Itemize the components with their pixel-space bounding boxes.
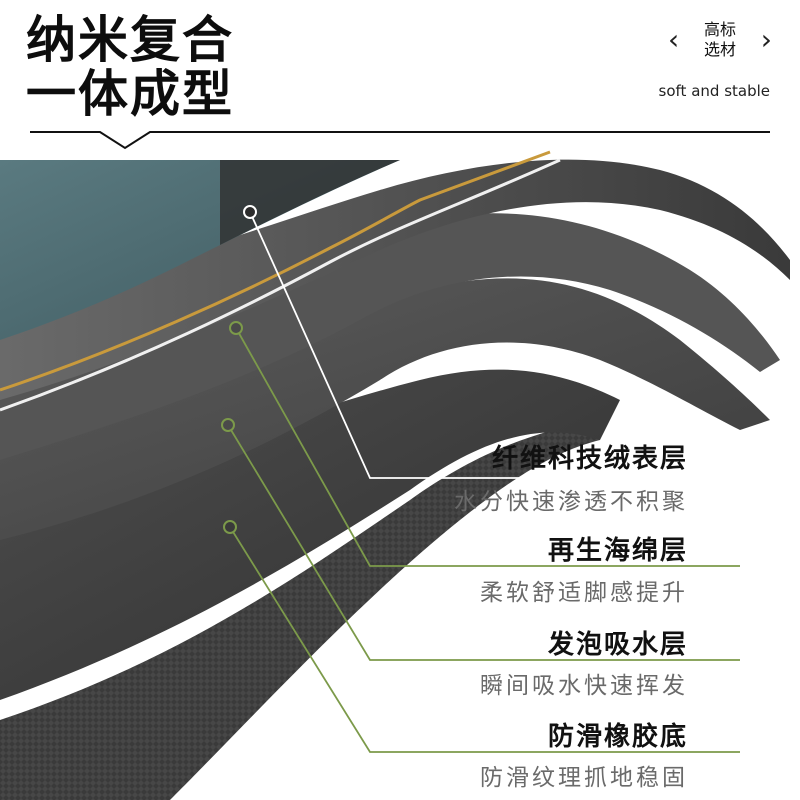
chevron-right-icon: ›	[760, 23, 772, 56]
layer-desc-3: 瞬间吸水快速挥发	[480, 673, 688, 699]
leader-dot-2	[229, 321, 243, 335]
title-line-2: 一体成型	[26, 65, 234, 123]
title-line-1: 纳米复合	[26, 11, 234, 69]
sponge-layer	[0, 213, 780, 460]
layer-name-1: 纤维科技绒表层	[491, 444, 688, 474]
quality-badge: ‹ 高标 选材 ›	[668, 16, 772, 72]
layer-name-4: 防滑橡胶底	[547, 722, 688, 752]
leader-dot-1	[243, 205, 257, 219]
layer-desc-1: 水分快速渗透不积聚	[454, 489, 688, 515]
badge-line-2: 选材	[703, 40, 736, 59]
top-shell-layer	[0, 159, 790, 400]
leader-dot-3	[221, 418, 235, 432]
leader-dots	[221, 205, 257, 534]
badge-text: 高标 选材	[694, 20, 746, 60]
absorb-foam-layer	[0, 278, 770, 540]
chevron-left-icon: ‹	[668, 23, 680, 56]
leader-lines	[227, 211, 740, 753]
leader-dot-4	[223, 520, 237, 534]
layer-name-3: 发泡吸水层	[547, 630, 688, 660]
layer-desc-2: 柔软舒适脚感提升	[480, 580, 688, 606]
layer-name-2: 再生海绵层	[547, 536, 688, 566]
subtitle: soft and stable	[658, 82, 770, 100]
white-edge-line	[0, 158, 561, 412]
badge-line-1: 高标	[703, 20, 736, 39]
leader-line-3	[227, 424, 740, 661]
header-divider	[30, 131, 770, 150]
gold-edge-line	[0, 150, 551, 392]
leader-line-2	[235, 327, 740, 567]
layer-desc-4: 防滑纹理抓地稳固	[480, 765, 688, 791]
rubber-base-layer	[0, 420, 600, 800]
leader-line-4	[229, 526, 740, 753]
leader-line-1	[249, 211, 740, 479]
